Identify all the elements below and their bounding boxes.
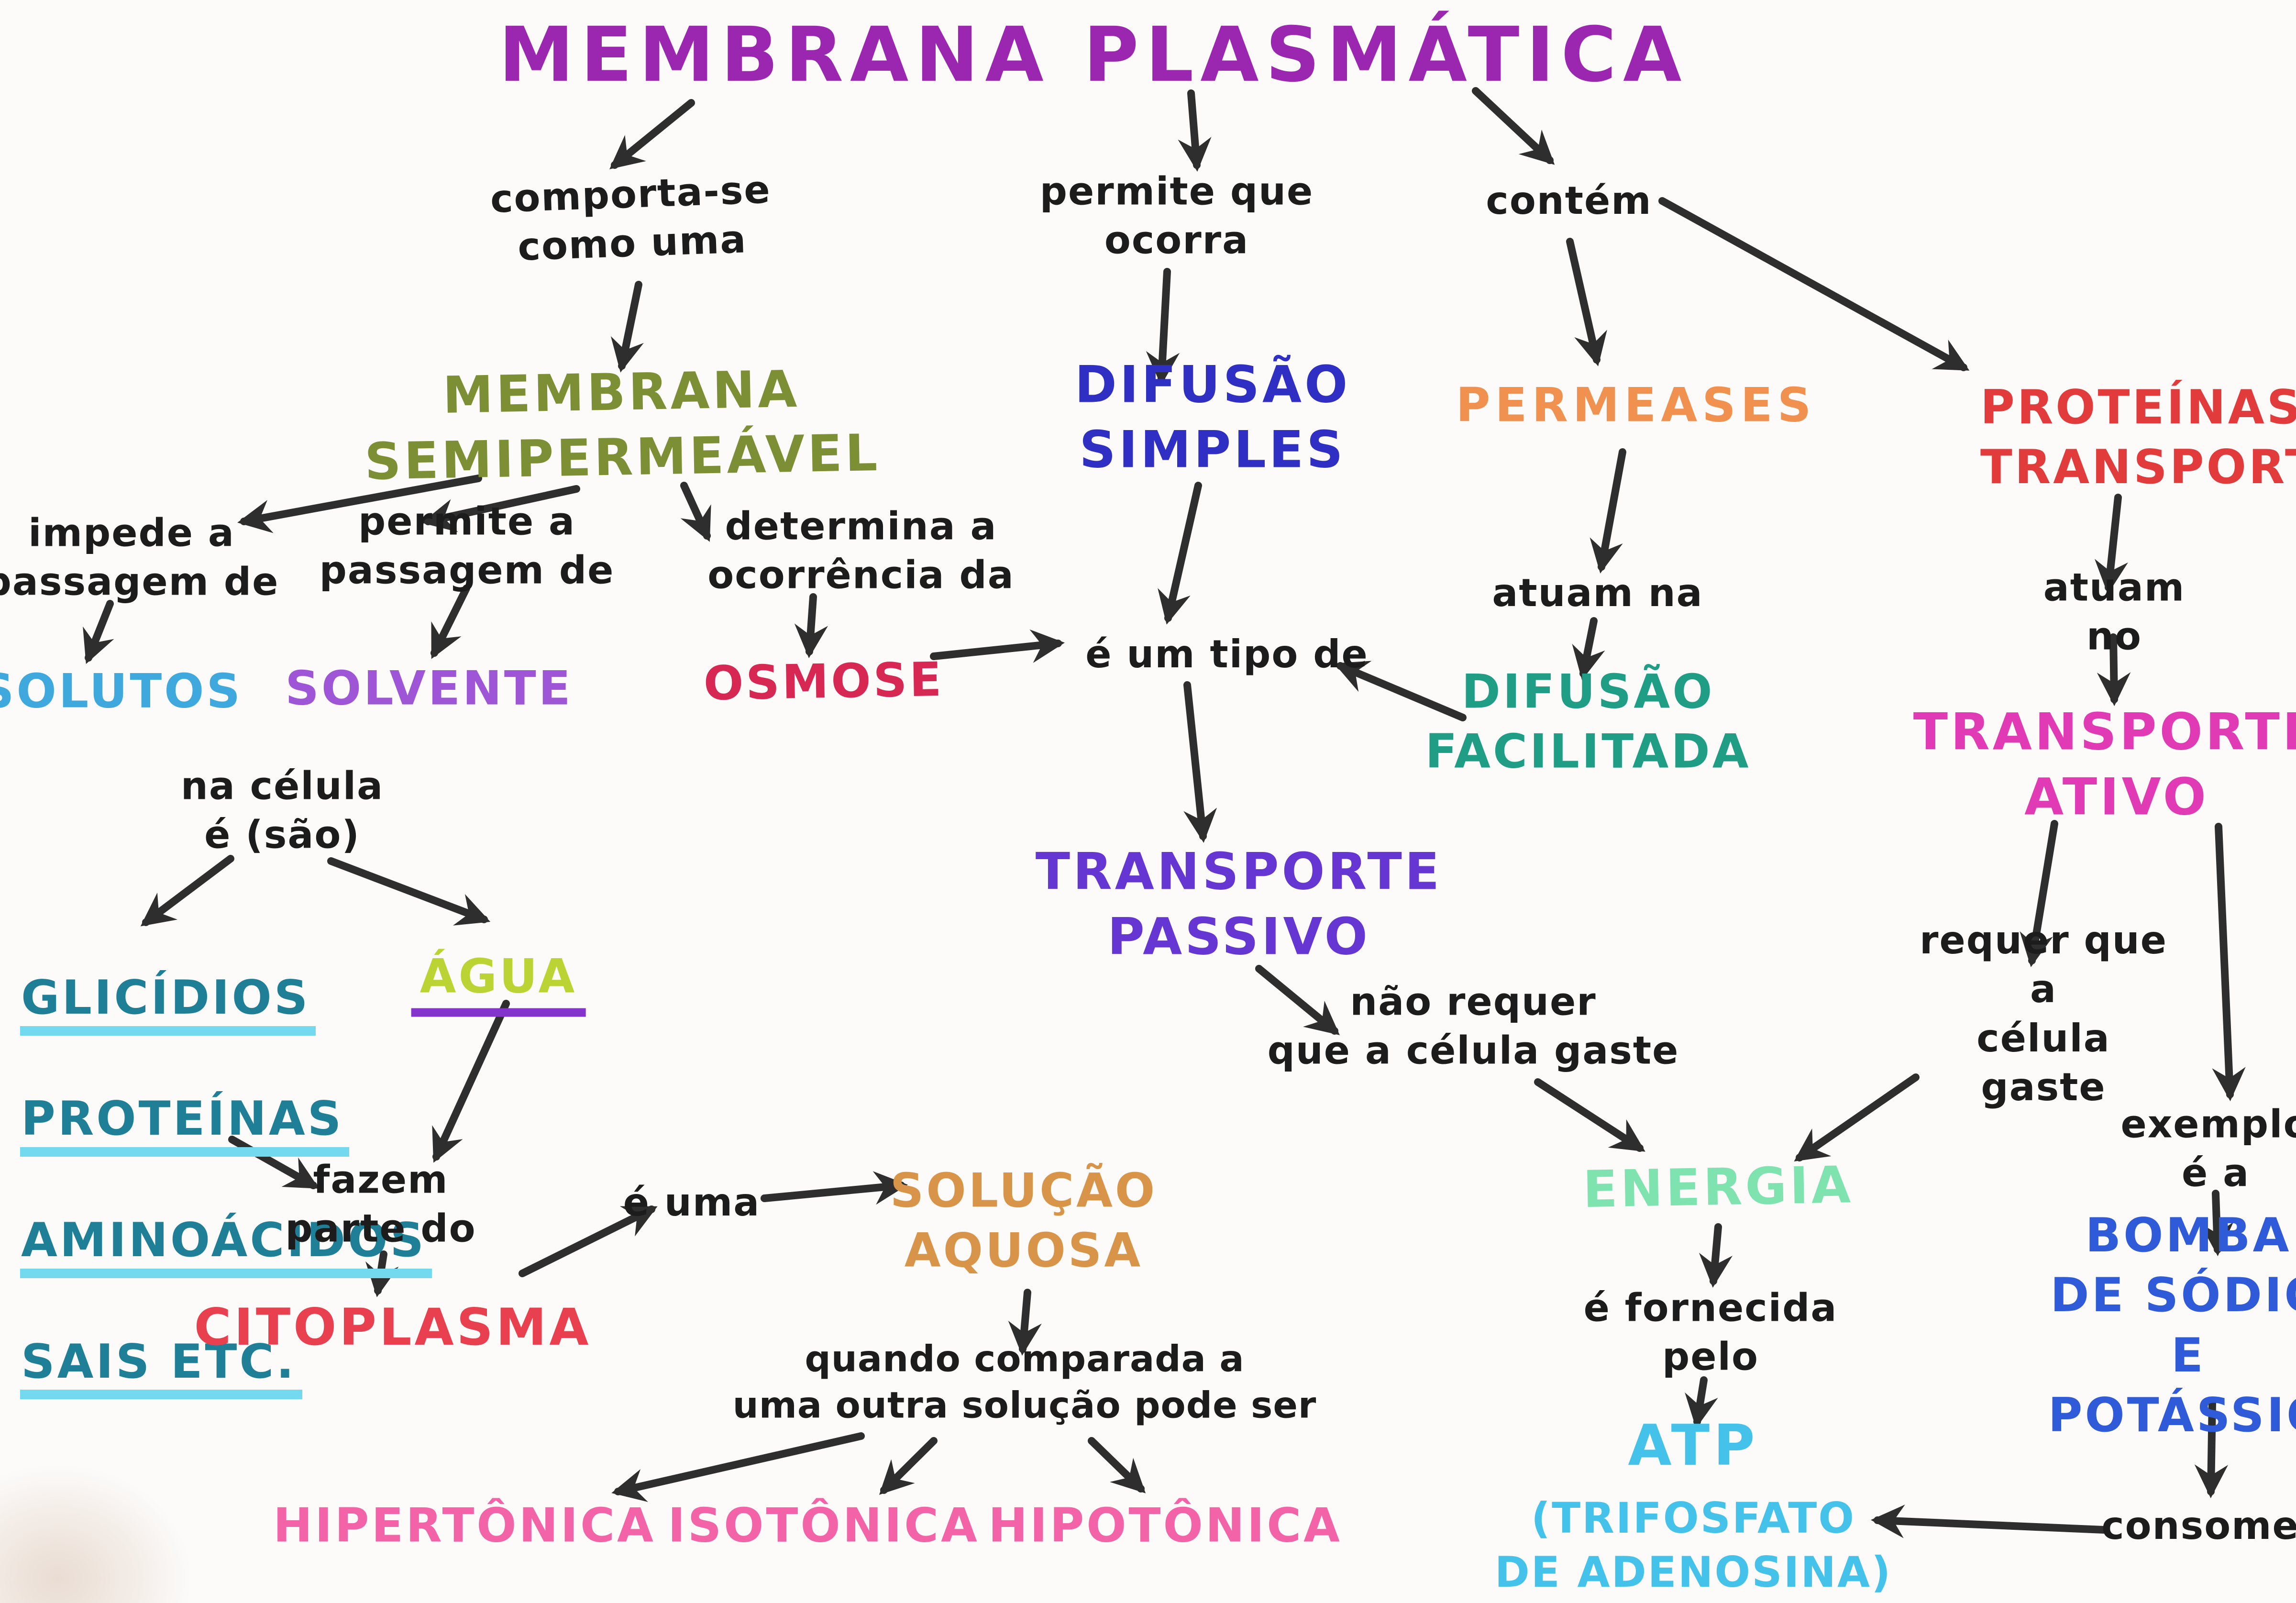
arrow-connector <box>2212 823 2246 1102</box>
edge-label-contem: contém <box>1486 178 1652 223</box>
node-energia: ENERGIA <box>1582 1155 1854 1219</box>
arrow-connector <box>519 1205 658 1277</box>
arrow-connector <box>794 593 828 659</box>
node-proteinas-transportadoras: PROTEÍNAS TRANSPORTADORAS <box>1980 380 2296 495</box>
edge-label-atuam-no: atuam no <box>2043 565 2186 659</box>
arrow-connector <box>1183 681 1217 843</box>
arrow-connector <box>2199 1190 2234 1257</box>
node-citoplasma: CITOPLASMA <box>194 1298 592 1357</box>
arrow-connector <box>1870 1504 2108 1538</box>
arrow-connector <box>1685 1376 1718 1428</box>
node-solucao-aquosa: SOLUÇÃO AQUOSA <box>890 1163 1158 1278</box>
arrow-connector <box>2097 633 2131 707</box>
arrow-connector <box>1566 238 1607 366</box>
node-transporte-passivo: TRANSPORTE PASSIVO <box>1035 842 1443 966</box>
list-item-glicidios: GLICÍDIOS <box>20 972 316 1036</box>
node-difusao-facilitada: DIFUSÃO FACILITADA <box>1425 664 1751 779</box>
edge-label-permite-que-ocorra: permite que ocorra <box>1039 169 1314 263</box>
arrow-connector <box>432 1000 510 1163</box>
arrow-connector <box>1472 87 1555 165</box>
edge-label-quando-comparada: quando comparada a uma outra solução pod… <box>732 1337 1317 1426</box>
arrow-connector <box>2194 1399 2229 1499</box>
edge-label-exemplo-e-a: exemplo é a <box>2120 1102 2296 1195</box>
arrow-connector <box>680 482 711 542</box>
edge-label-atuam-na: atuam na <box>1492 570 1703 615</box>
arrow-connector <box>228 1136 320 1189</box>
arrow-connector <box>1534 1078 1645 1152</box>
node-atp-trifosfato-de-adenosina: ATP (TRIFOSFATO DE ADENOSINA) <box>1495 1400 1892 1603</box>
arrow-connector <box>421 485 580 532</box>
edge-label-impede-a-passagem-de: impede a passagem de <box>0 510 279 604</box>
arrow-connector <box>2094 494 2128 595</box>
edge-label-e-uma: é uma <box>623 1180 761 1225</box>
edge-label-na-celula-e-sao: na célula é (são) <box>180 763 384 857</box>
arrow-connector <box>430 585 470 659</box>
arrow-connector <box>1158 482 1202 625</box>
list-item-sais-etc: SAIS ETC. <box>20 1336 302 1400</box>
node-isotonica: ISOTÔNICA <box>668 1498 980 1553</box>
list-item-proteinas: PROTEÍNAS <box>20 1094 350 1157</box>
node-solutos: SOLUTOS <box>0 664 243 719</box>
list-item-aminoacidos: AMINOÁCIDOS <box>20 1215 432 1278</box>
node-glicidios-proteinas-aminoacidos-sais: GLICÍDIOS PROTEÍNAS AMINOÁCIDOS SAIS ETC… <box>20 921 432 1458</box>
arrow-connector <box>609 99 695 169</box>
edge-label-fazem-parte-do: fazem parte do <box>285 1157 476 1251</box>
node-agua: ÁGUA <box>411 887 586 1017</box>
arrow-connector <box>1178 89 1212 172</box>
node-difusao-simples: DIFUSÃO SIMPLES <box>1074 355 1351 479</box>
arrow-connector <box>140 855 234 927</box>
arrow-connector <box>1658 197 1970 371</box>
node-bomba-de-sodio-e-potassio: BOMBA DE SÓDIO E POTÁSSIO <box>2048 1208 2296 1443</box>
edge-label-determina-a-ocorrencia-da: determina a ocorrência da <box>707 504 1015 597</box>
arrow-connector <box>1088 1437 1146 1493</box>
arrow-connector <box>1794 1073 1920 1162</box>
arrow-connector <box>1334 661 1467 721</box>
arrow-connector <box>1699 1223 1733 1288</box>
arrow-connector <box>611 1432 865 1502</box>
atp-full-name: (TRIFOSFATO DE ADENOSINA) <box>1494 1493 1892 1597</box>
atp-acronym: ATP <box>1628 1412 1759 1479</box>
arrow-connector <box>761 1171 908 1205</box>
arrow-connector <box>879 1437 938 1495</box>
arrow-connector <box>930 629 1065 663</box>
node-membrana-semipermeavel: MEMBRANA SEMIPERMEÁVEL <box>364 359 881 491</box>
arrow-connector <box>1572 617 1605 680</box>
arrow-connector <box>327 857 491 926</box>
edge-label-comporta-se-como-uma: comporta-se como uma <box>489 167 772 270</box>
edge-label-e-fornecida-pelo: é fornecida pelo <box>1583 1285 1838 1379</box>
node-hipertonica: HIPERTÔNICA <box>273 1498 656 1553</box>
arrow-connector <box>1255 965 1340 1035</box>
edge-label-permite-a-passagem-de: permite a passagem de <box>319 499 615 593</box>
arrow-connector <box>1590 448 1626 574</box>
node-transporte-ativo: TRANSPORTE ATIVO <box>1913 702 2296 826</box>
edge-label-nao-requer-que-a-celula-gaste: não requer que a célula gaste <box>1267 979 1679 1073</box>
arrow-connector <box>2020 820 2058 967</box>
edge-label-consome: consome <box>2101 1503 2296 1548</box>
arrow-connector <box>83 600 114 664</box>
edge-label-e-um-tipo-de: é um tipo de <box>1085 631 1369 676</box>
node-permeases: PERMEASES <box>1456 378 1816 433</box>
arrow-connector <box>1008 1289 1042 1356</box>
edge-label-requer-que-a-celula-gaste: requer que a célula gaste <box>1920 918 2167 1110</box>
agua-underlined-text: ÁGUA <box>411 947 586 1017</box>
node-osmose: OSMOSE <box>703 652 945 711</box>
node-hipotonica: HIPOTÔNICA <box>988 1498 1343 1553</box>
arrow-connector <box>1146 268 1180 386</box>
arrow-connector <box>610 281 644 373</box>
arrow-connector <box>237 475 482 533</box>
node-solvente: SOLVENTE <box>285 661 573 716</box>
node-membrana-plasmatica: MEMBRANA PLASMÁTICA <box>498 11 1689 99</box>
